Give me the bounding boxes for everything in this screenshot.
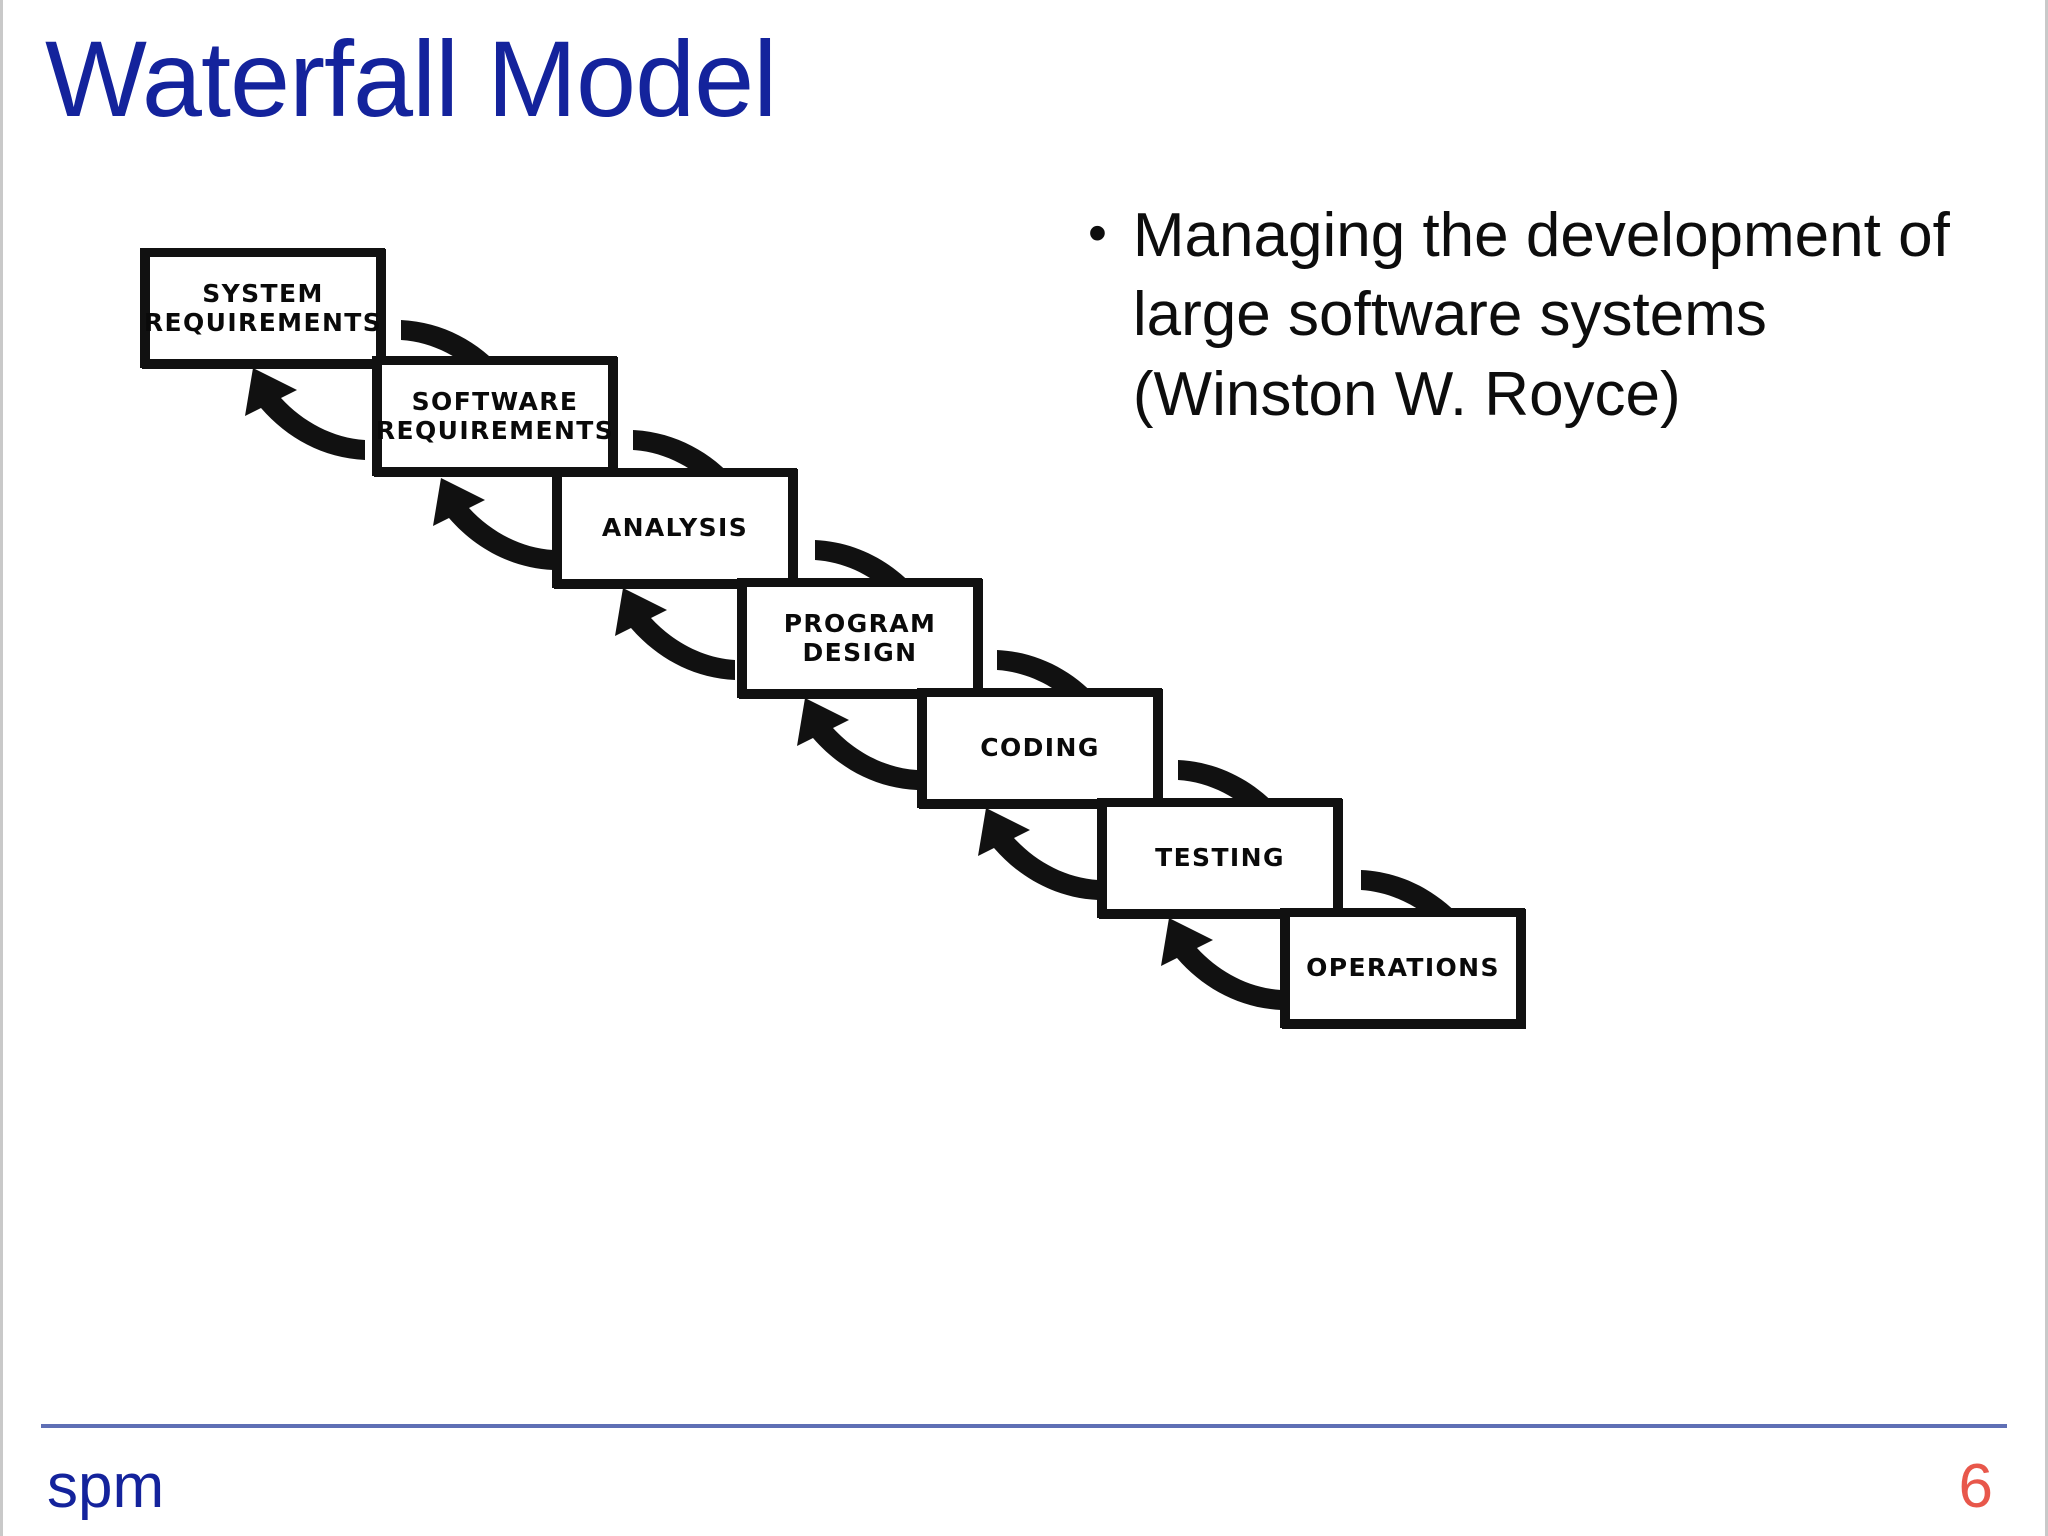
diagram-box-software-requirements[interactable]: SOFTWARE REQUIREMENTS <box>373 356 617 476</box>
footer-divider <box>41 1424 2007 1428</box>
diagram-box-coding[interactable]: CODING <box>918 688 1162 808</box>
box-label-line: REQUIREMENTS <box>375 416 615 445</box>
waterfall-model-diagram: SYSTEM REQUIREMENTS SOFTWARE REQUIREMENT… <box>133 210 1923 1290</box>
bullet-text: Managing the development of large softwa… <box>1133 196 1950 434</box>
diagram-box-operations[interactable]: OPERATIONS <box>1281 908 1525 1028</box>
backward-arrow-3 <box>615 588 735 680</box>
box-label-line: TESTING <box>1155 843 1285 873</box>
box-label-line: ANALYSIS <box>601 513 749 543</box>
bullet-line: (Winston W. Royce) <box>1132 359 1681 429</box>
box-label-line: SYSTEM <box>202 278 324 308</box>
diagram-box-testing[interactable]: TESTING <box>1098 798 1342 918</box>
diagram-box-program-design[interactable]: PROGRAM DESIGN <box>738 578 982 698</box>
backward-arrow-1 <box>245 368 365 460</box>
page-number: 6 <box>1958 1452 1993 1521</box>
bullet-line: large software systems <box>1132 280 1767 350</box>
bullet-line: Managing the development of <box>1132 201 1950 270</box>
bullet-list: • Managing the development of large soft… <box>1088 196 2018 434</box>
bullet-dot-icon: • <box>1088 203 1107 263</box>
box-label-line: DESIGN <box>802 638 918 667</box>
backward-arrow-2 <box>433 478 553 570</box>
box-label-line: REQUIREMENTS <box>143 308 383 337</box>
backward-arrow-5 <box>978 808 1098 900</box>
box-label-line: PROGRAM <box>783 608 937 638</box>
box-label-line: SOFTWARE <box>411 386 579 416</box>
footer-label: spm <box>47 1452 165 1521</box>
backward-arrow-6 <box>1161 918 1281 1010</box>
diagram-box-system-requirements[interactable]: SYSTEM REQUIREMENTS <box>141 248 385 368</box>
box-label-line: CODING <box>980 733 1100 763</box>
diagram-box-analysis[interactable]: ANALYSIS <box>553 468 797 588</box>
box-label-line: OPERATIONS <box>1306 953 1500 983</box>
page-title: Waterfall Model <box>45 18 777 139</box>
backward-arrow-4 <box>797 698 917 790</box>
list-item: • Managing the development of large soft… <box>1088 196 2018 434</box>
